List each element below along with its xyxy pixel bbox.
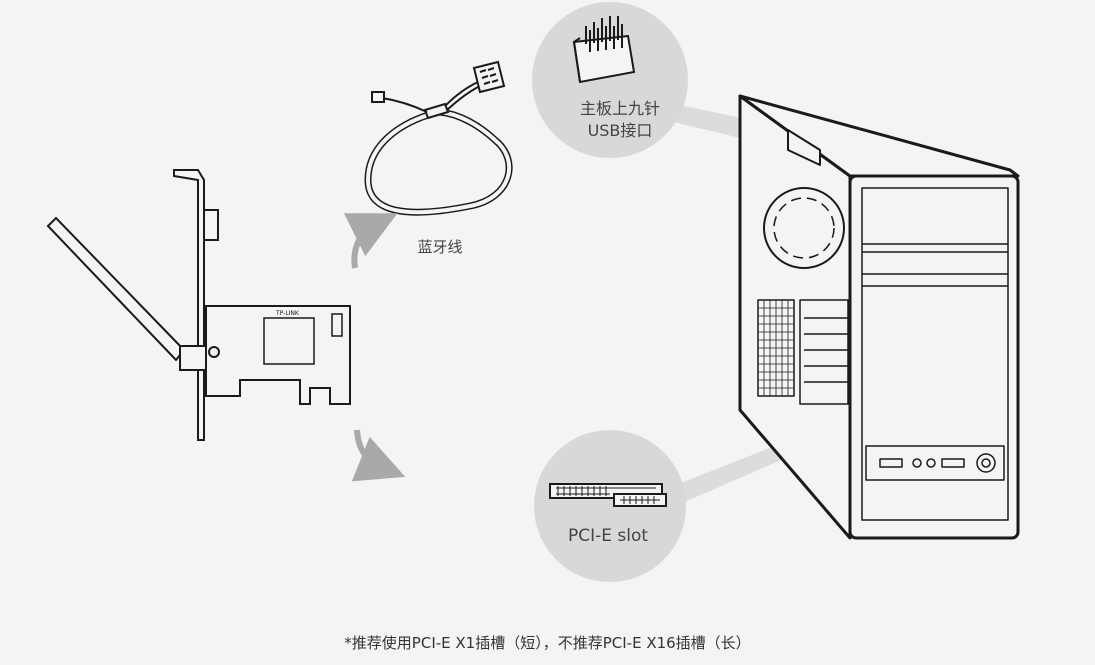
usb-header-icon	[572, 16, 636, 84]
usb-header-callout	[532, 2, 688, 158]
pcie-slot-icon	[549, 483, 667, 507]
usb-header-label: 主板上九针 USB接口	[560, 98, 680, 142]
bluetooth-cable-label: 蓝牙线	[417, 238, 463, 256]
vent-grid	[758, 300, 794, 396]
pcie-callout-beam	[668, 440, 800, 506]
arrow-to-cable	[343, 213, 398, 269]
pcie-slot-label: PCI-E slot	[567, 526, 649, 546]
footnote: *推荐使用PCI-E X1插槽（短），不推荐PCI-E X16插槽（长）	[344, 634, 751, 652]
pcie-card-illustration	[46, 169, 351, 441]
pcie-slot-callout	[534, 430, 686, 582]
usb-label-line1: 主板上九针	[579, 99, 660, 118]
bluetooth-cable-illustration	[364, 60, 513, 216]
usb-label-line2: USB接口	[587, 121, 653, 140]
card-brand-label: TP-LINK	[275, 310, 300, 317]
arrow-to-slot	[351, 429, 406, 482]
